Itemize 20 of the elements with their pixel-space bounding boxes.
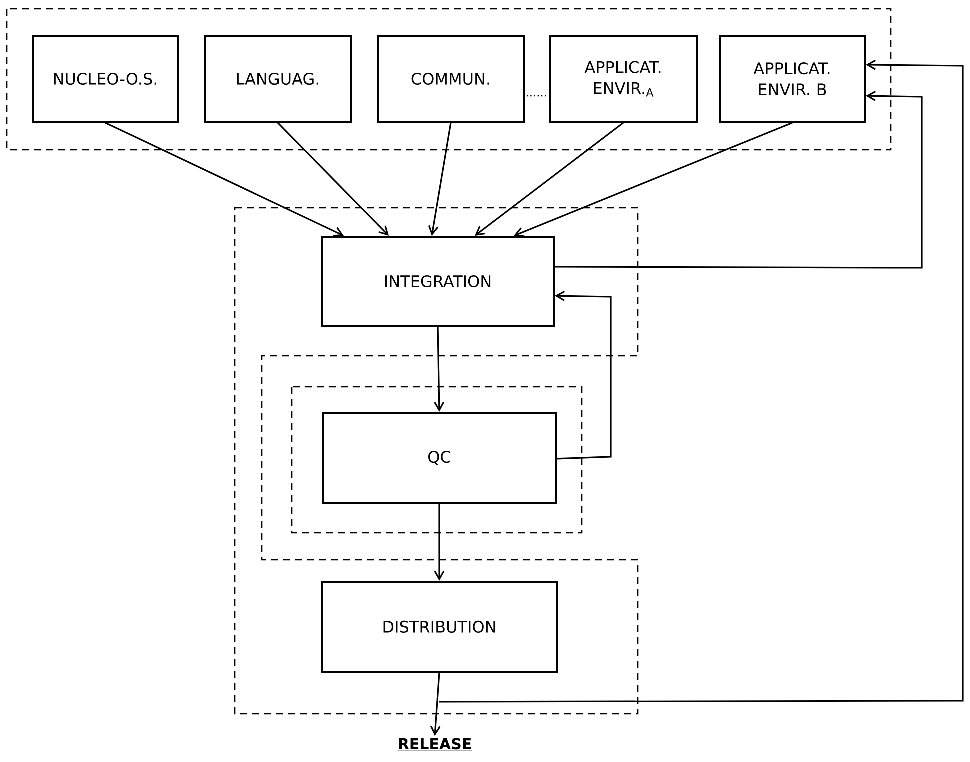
- arrow: [514, 122, 793, 238]
- arrow: [434, 504, 445, 581]
- process-box: APPLICAT. ENVIR.$_{A}$: [549, 34, 698, 123]
- arrow: [428, 122, 452, 236]
- process-box: INTEGRATION: [321, 236, 555, 327]
- process-box: APPLICAT. ENVIR. B: [719, 34, 866, 123]
- arrow: [440, 60, 964, 703]
- arrow: [555, 290, 612, 460]
- process-box: NUCLEO-O.S.: [32, 34, 179, 123]
- process-box: DISTRIBUTION: [321, 580, 558, 673]
- arrow: [430, 672, 441, 736]
- arrow: [475, 122, 624, 236]
- process-box: LANGUAG.: [204, 34, 352, 123]
- process-box: QC: [322, 412, 557, 504]
- arrow: [434, 326, 445, 412]
- process-box: COMMUN.: [377, 34, 525, 123]
- arrow: [277, 122, 389, 236]
- output-label: RELEASE: [398, 738, 472, 752]
- arrow: [555, 90, 923, 269]
- arrow: [105, 122, 344, 237]
